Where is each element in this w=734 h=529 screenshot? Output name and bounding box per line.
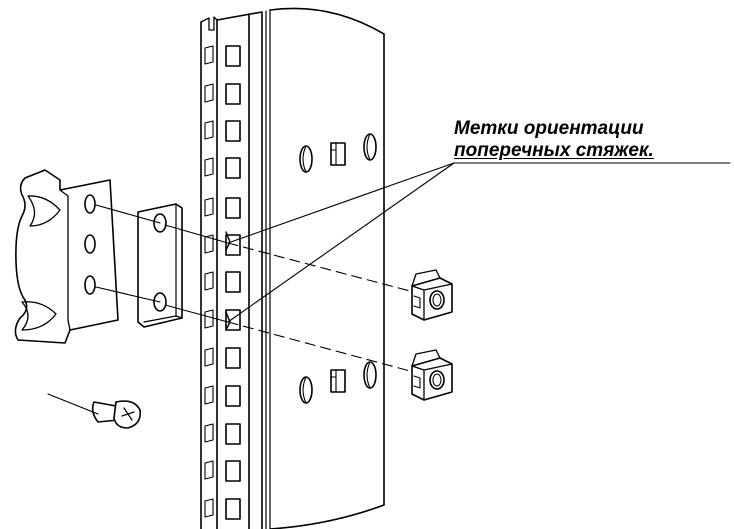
rail-square-hole: [225, 423, 241, 445]
orientation-marks-callout: Метки ориентации поперечных стяжек.: [454, 118, 654, 162]
rail-square-hole: [225, 120, 241, 142]
rail-square-hole: [225, 309, 241, 331]
rail-side-slot: [204, 45, 214, 65]
rail-square-hole: [225, 498, 241, 520]
rail-square-hole: [225, 271, 241, 293]
mounting-bracket: [14, 169, 119, 344]
rail-square-hole: [225, 83, 241, 105]
rail-square-hole: [225, 385, 241, 407]
rail-side-slot: [204, 460, 214, 480]
callout-leaders: [227, 162, 731, 323]
alignment-lines: [95, 204, 411, 372]
rail-square-holes: [204, 45, 241, 520]
rail-side-slot: [204, 498, 214, 518]
side-plate-holes-upper: [299, 133, 377, 173]
rail-square-hole: [225, 45, 241, 67]
callout-line-1: Метки ориентации: [454, 118, 644, 139]
rail-side-slot: [204, 120, 214, 140]
rail-side-slot: [204, 423, 214, 443]
rail-square-hole: [225, 197, 241, 219]
rail-side-slot: [204, 197, 214, 217]
side-plate-holes-lower: [299, 361, 377, 404]
callout-line-2: поперечных стяжек.: [454, 140, 654, 161]
rail-square-hole: [225, 234, 241, 256]
rail-side-slot: [204, 309, 214, 329]
rail-side-slot: [204, 271, 214, 291]
spacer-plate: [137, 203, 183, 328]
screw: [47, 393, 142, 429]
rack-rail: [200, 7, 385, 529]
rail-square-hole: [225, 157, 241, 179]
cage-nut-lower: [411, 349, 453, 401]
cage-nut-upper: [411, 269, 453, 321]
rail-side-slot: [204, 83, 214, 103]
rail-square-hole: [225, 460, 241, 482]
rail-side-slot: [204, 234, 214, 254]
rail-side-slot: [204, 347, 214, 367]
rail-side-slot: [204, 385, 214, 405]
rail-square-hole: [225, 347, 241, 369]
orientation-marks: [225, 231, 231, 331]
rail-side-slot: [204, 157, 214, 177]
